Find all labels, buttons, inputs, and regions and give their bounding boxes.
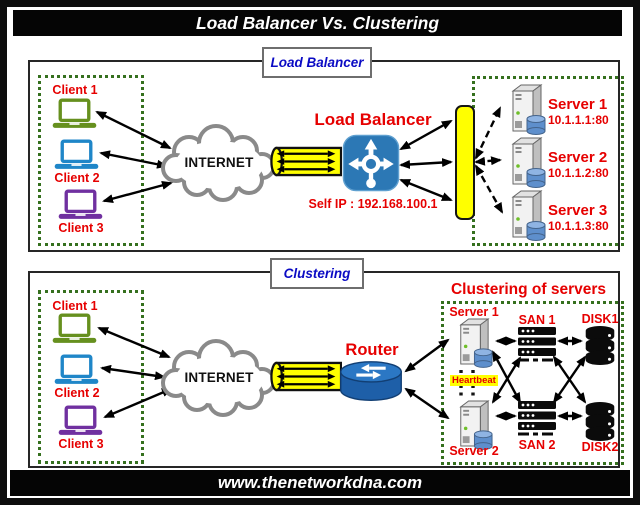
laptop-icon bbox=[58, 189, 103, 219]
client-label: Client 3 bbox=[58, 221, 104, 235]
link-pipe-icon bbox=[270, 146, 342, 177]
client-label: Client 2 bbox=[54, 171, 100, 185]
laptop-icon bbox=[54, 354, 99, 384]
load-balancer-icon bbox=[342, 134, 400, 192]
footer-banner: www.thenetworkdna.com bbox=[10, 470, 630, 496]
internet-cloud-icon bbox=[161, 124, 276, 202]
cluster-tab-label: Clustering bbox=[283, 266, 351, 281]
san1-label: SAN 1 bbox=[518, 313, 556, 327]
cluster-group-title: Clustering of servers bbox=[450, 281, 607, 298]
heartbeat-label: Heartbeat bbox=[450, 375, 498, 386]
server-icon bbox=[511, 190, 546, 241]
server-ip: 10.1.1.1:80 bbox=[548, 113, 609, 127]
cluster-group-box bbox=[441, 301, 624, 465]
server-label: Server 1 bbox=[548, 96, 608, 113]
lb-device-label: Load Balancer bbox=[314, 110, 432, 129]
disk2-label: DISK2 bbox=[581, 440, 619, 454]
vip-bar bbox=[455, 105, 475, 220]
cluster-server2-label: Server 2 bbox=[449, 444, 499, 458]
lb-section-tab: Load Balancer bbox=[262, 47, 372, 78]
disk1-label: DISK1 bbox=[581, 312, 619, 326]
title-banner: Load Balancer Vs. Clustering bbox=[13, 10, 622, 36]
router-icon bbox=[340, 361, 402, 401]
page-title: Load Balancer Vs. Clustering bbox=[195, 13, 440, 33]
internet-label: INTERNET bbox=[184, 370, 254, 385]
server-icon bbox=[511, 137, 546, 188]
san-icon bbox=[518, 327, 556, 362]
client-label: Client 1 bbox=[52, 83, 98, 97]
cluster-section-tab: Clustering bbox=[270, 258, 364, 289]
server-icon bbox=[459, 318, 493, 368]
cluster-server1-label: Server 1 bbox=[449, 305, 499, 319]
server-ip: 10.1.1.3:80 bbox=[548, 219, 609, 233]
server-icon bbox=[459, 400, 493, 450]
disk-stack-icon bbox=[585, 325, 615, 365]
client-label: Client 1 bbox=[52, 299, 98, 313]
server-icon bbox=[511, 84, 546, 135]
disk-stack-icon bbox=[585, 401, 615, 441]
lb-self-ip: Self IP : 192.168.100.1 bbox=[308, 197, 438, 211]
router-label: Router bbox=[345, 341, 399, 359]
link-pipe-icon bbox=[270, 361, 342, 392]
server-label: Server 3 bbox=[548, 202, 608, 219]
server-ip: 10.1.1.2:80 bbox=[548, 166, 609, 180]
san2-label: SAN 2 bbox=[518, 438, 556, 452]
san-icon bbox=[518, 401, 556, 436]
client-label: Client 2 bbox=[54, 386, 100, 400]
laptop-icon bbox=[58, 405, 103, 435]
server-label: Server 2 bbox=[548, 149, 608, 166]
laptop-icon bbox=[52, 313, 97, 343]
laptop-icon bbox=[54, 139, 99, 169]
client-label: Client 3 bbox=[58, 437, 104, 451]
site-url: www.thenetworkdna.com bbox=[217, 473, 423, 492]
laptop-icon bbox=[52, 98, 97, 128]
lb-tab-label: Load Balancer bbox=[270, 55, 364, 70]
internet-label: INTERNET bbox=[184, 155, 254, 170]
